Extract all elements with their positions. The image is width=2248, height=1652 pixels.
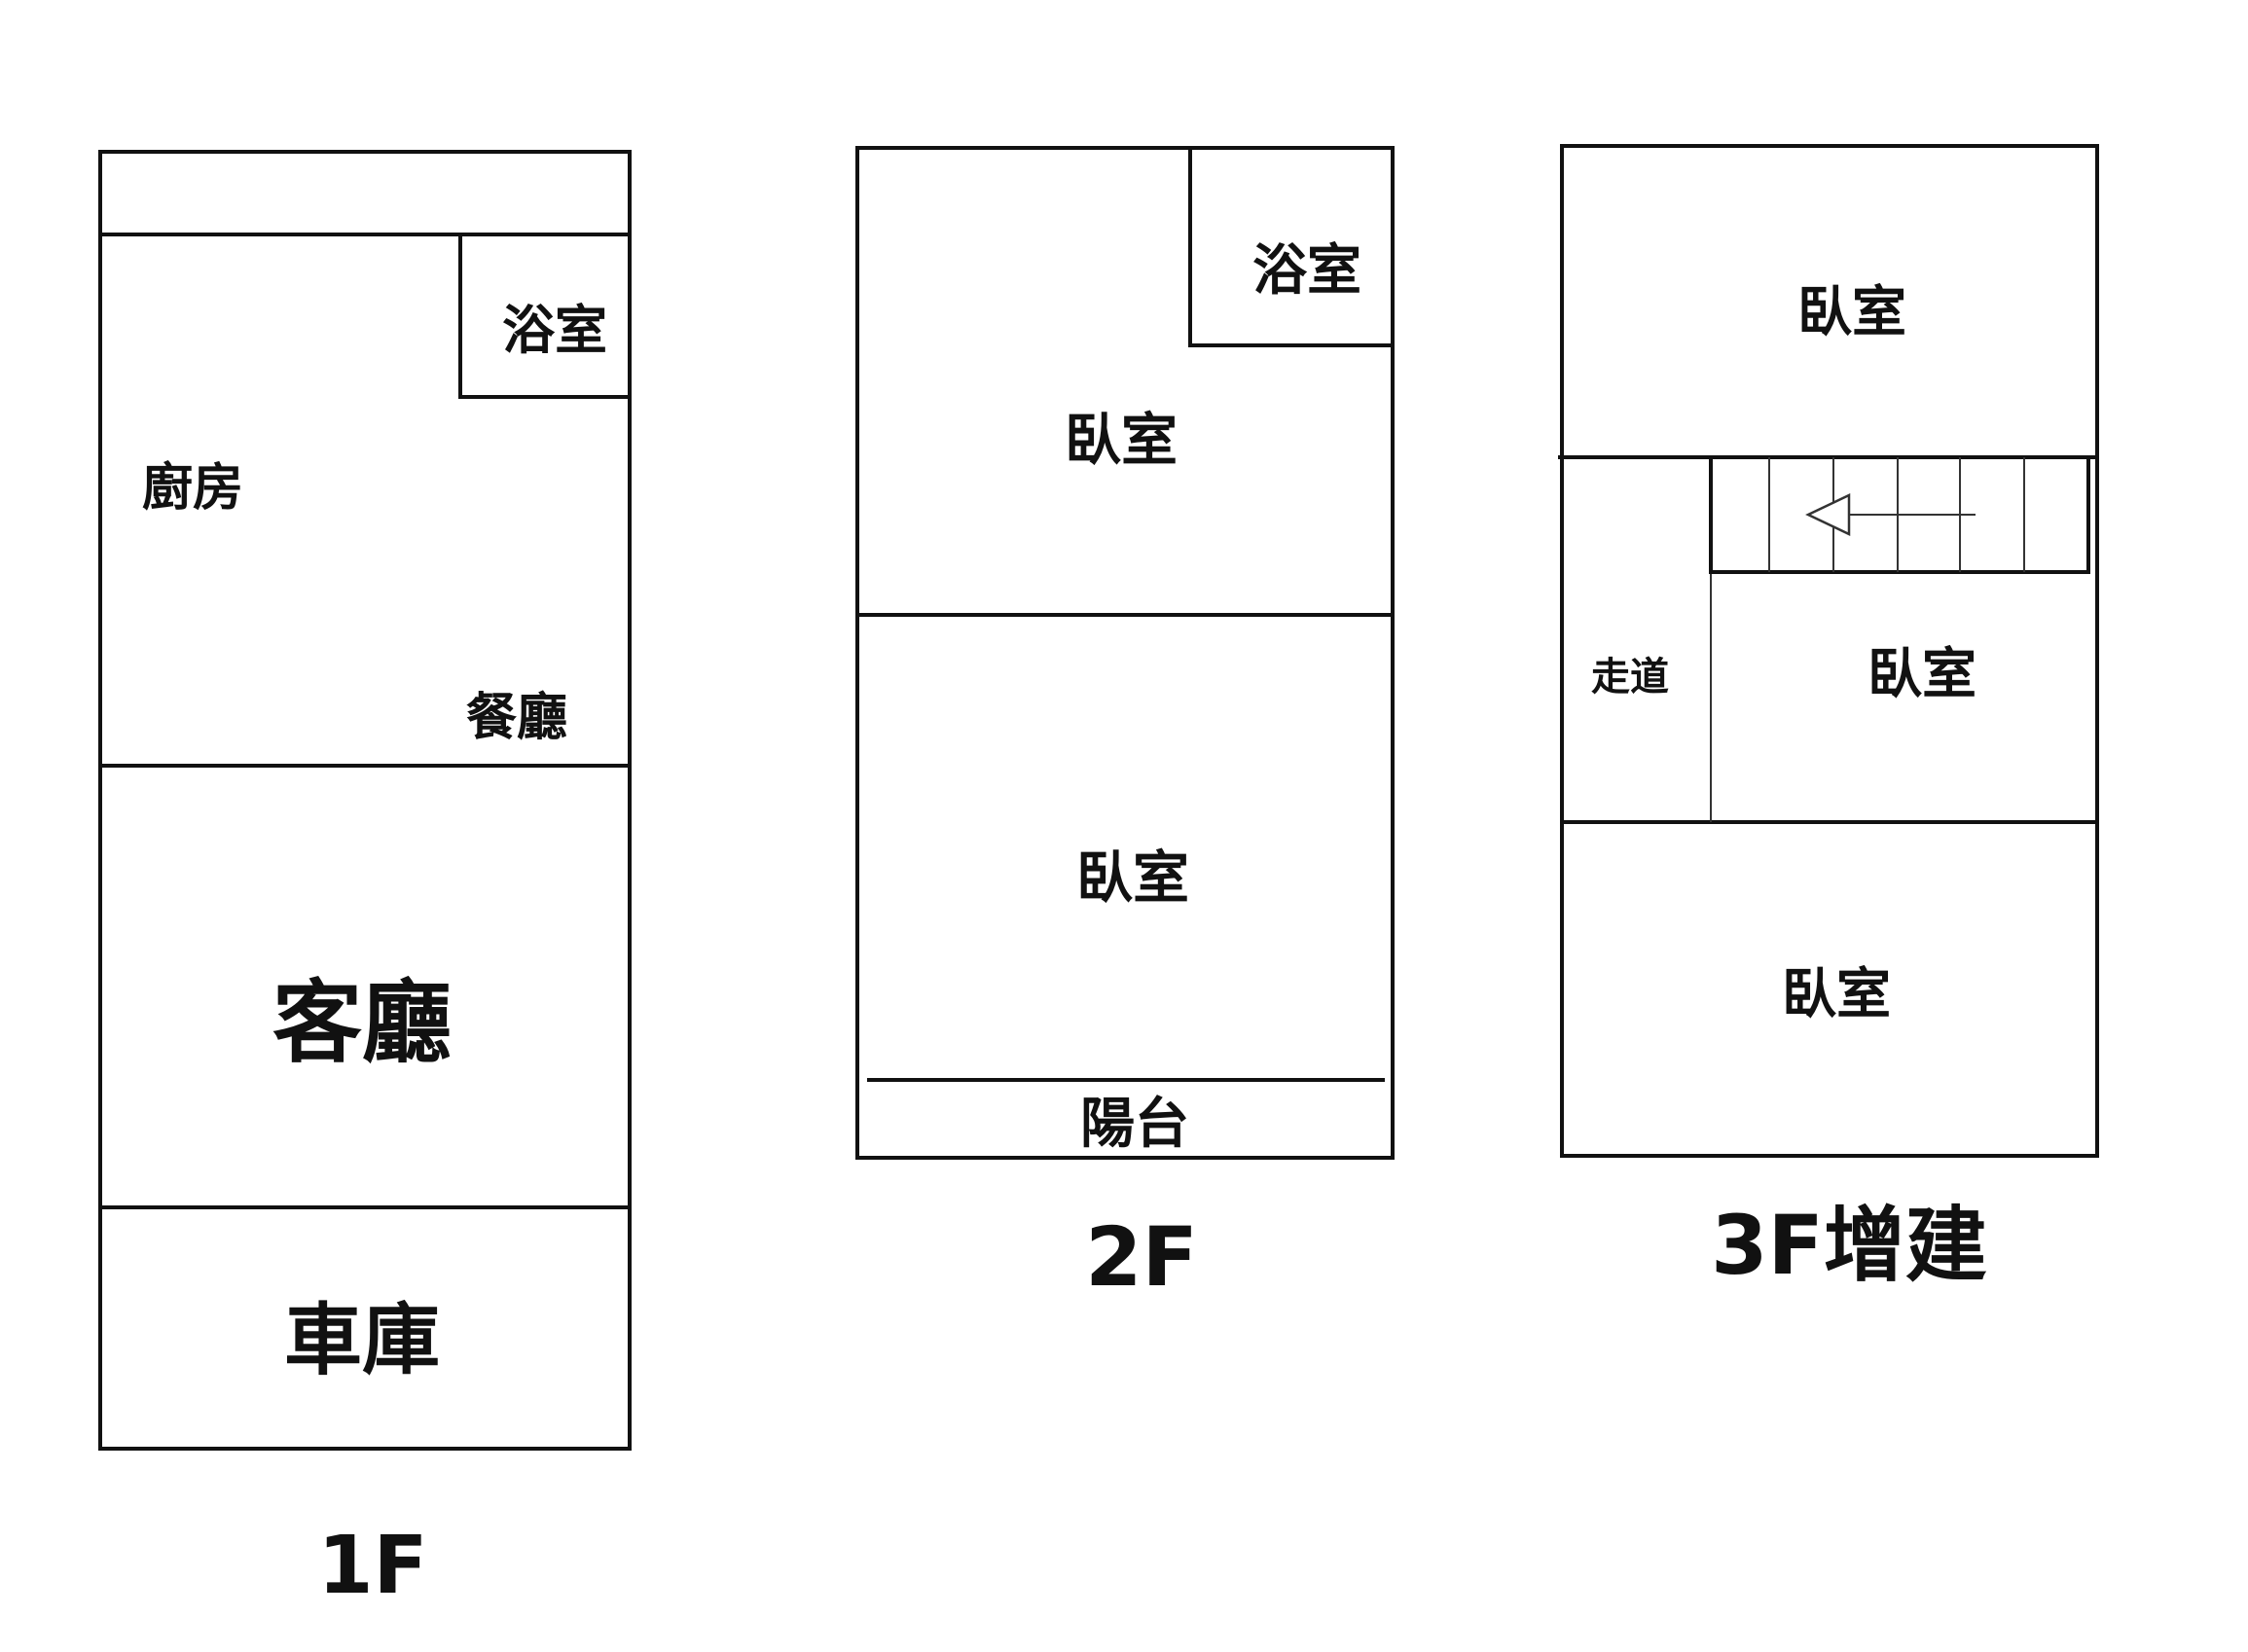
room-label-1f-living: 客廳 bbox=[272, 971, 452, 1075]
floor-2f-outline bbox=[855, 146, 1395, 1160]
room-label-2f-bath: 浴室 bbox=[1252, 239, 1361, 303]
room-label-1f-garage: 車庫 bbox=[284, 1295, 440, 1385]
room-label-3f-corridor: 走道 bbox=[1591, 655, 1669, 700]
floor-2f: 浴室 臥室 臥室 陽台 2F bbox=[855, 146, 1395, 1305]
stair-direction-arrow-icon bbox=[1805, 493, 1976, 536]
floor-title-2f: 2F bbox=[1085, 1209, 1198, 1305]
room-label-2f-bedroom-top: 臥室 bbox=[1065, 407, 1178, 473]
floor-3f-outline bbox=[1560, 144, 2099, 1158]
floor-title-1f: 1F bbox=[317, 1520, 427, 1612]
room-label-1f-bath: 浴室 bbox=[502, 300, 607, 361]
staircase bbox=[1709, 455, 2090, 574]
floor-title-3f: 3F增建 bbox=[1711, 1198, 1987, 1293]
room-label-1f-kitchen: 廚房 bbox=[142, 459, 243, 518]
floor-1f: 浴室 廚房 餐廳 客廳 車庫 1F bbox=[98, 150, 632, 1612]
room-label-3f-bedroom-top: 臥室 bbox=[1797, 281, 1906, 344]
room-label-3f-bedroom-bottom: 臥室 bbox=[1782, 963, 1891, 1026]
floor-1f-outline bbox=[98, 150, 632, 1451]
staircase-frame bbox=[1709, 455, 2090, 574]
room-label-2f-balcony: 陽台 bbox=[1080, 1093, 1189, 1156]
room-label-2f-bedroom-bottom: 臥室 bbox=[1076, 844, 1189, 911]
floor-3f: 臥室 走道 臥室 臥室 3F增建 bbox=[1558, 144, 2099, 1293]
room-label-3f-bedroom-middle: 臥室 bbox=[1867, 643, 1976, 706]
room-label-1f-dining: 餐廳 bbox=[466, 689, 567, 747]
